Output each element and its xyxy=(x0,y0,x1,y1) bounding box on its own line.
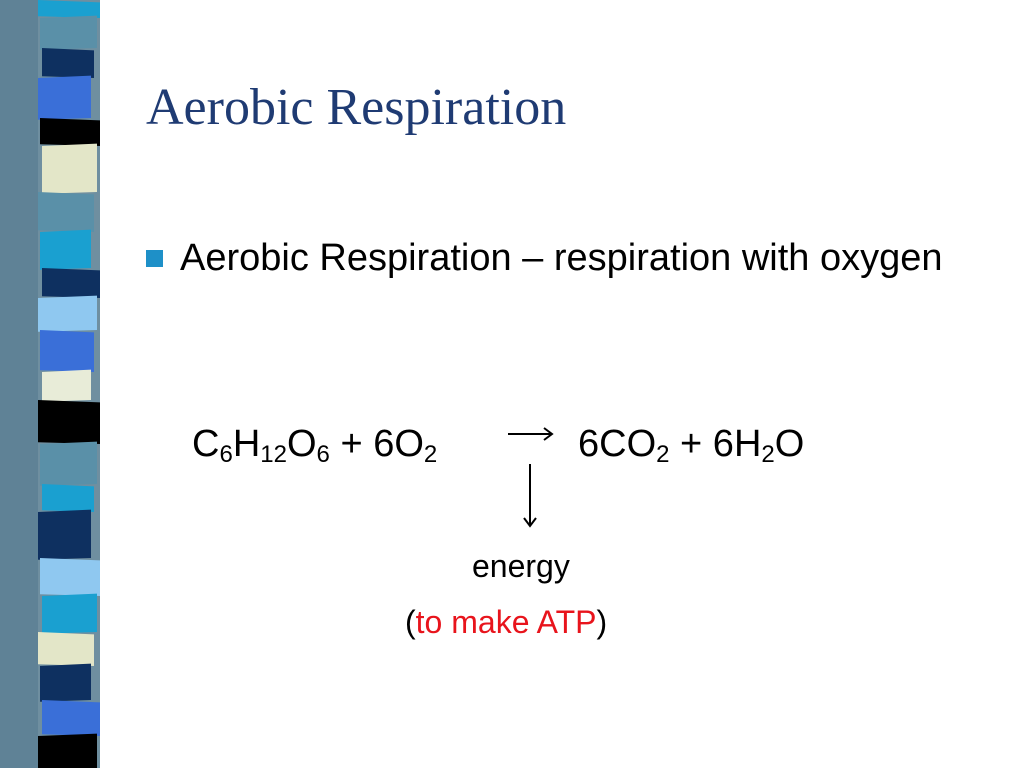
bullet-text: Aerobic Respiration – respiration with o… xyxy=(180,237,943,279)
stripe-band xyxy=(38,0,100,18)
reactants-subscript: 6 xyxy=(219,441,233,468)
equation-products: 6CO2 + 6H2O xyxy=(578,416,804,472)
stripe-band xyxy=(38,400,100,444)
stripe-band xyxy=(42,268,100,298)
reactants-term: C xyxy=(192,423,220,465)
reaction-arrows xyxy=(508,427,554,528)
stripe-band xyxy=(40,663,91,702)
atp-open-paren: ( xyxy=(405,604,416,640)
stripe-band xyxy=(42,484,94,512)
stripe-band xyxy=(40,558,100,596)
reactants-subscript: 2 xyxy=(423,441,438,468)
atp-note: (to make ATP) xyxy=(405,604,607,641)
bullet-square-icon xyxy=(146,250,163,267)
stripe-band xyxy=(42,48,94,78)
stripe-edge xyxy=(100,0,118,768)
energy-label: energy xyxy=(472,548,570,584)
products-term: O xyxy=(774,423,805,465)
stripe-band xyxy=(40,229,91,270)
atp-close-paren: ) xyxy=(596,604,608,640)
reactants-subscript: 12 xyxy=(260,441,287,468)
stripe-band xyxy=(38,733,97,768)
atp-text: to make ATP xyxy=(415,604,597,640)
stripe-band xyxy=(40,118,100,146)
stripe-edge xyxy=(0,0,38,768)
stripe-band xyxy=(38,75,91,120)
reactants-term: H xyxy=(232,423,261,465)
stripe-band xyxy=(40,441,97,486)
reactants-term: + 6O xyxy=(329,423,424,465)
equation-reactants: C6H12O6 + 6O2 xyxy=(192,416,437,472)
stripe-band xyxy=(38,192,94,232)
slide-title: Aerobic Respiration xyxy=(146,79,567,136)
products-subscript: 2 xyxy=(656,441,670,468)
products-term: 6CO xyxy=(578,423,657,465)
decorative-stripe xyxy=(0,0,118,768)
products-subscript: 2 xyxy=(761,441,775,468)
stripe-band xyxy=(38,632,94,666)
reactants-subscript: 6 xyxy=(316,441,330,468)
stripe-band xyxy=(38,295,97,332)
stripe-band xyxy=(42,143,97,194)
stripe-band xyxy=(40,330,94,372)
stripe-band xyxy=(38,509,91,560)
stripe-band xyxy=(42,700,100,736)
products-term: + 6H xyxy=(669,423,762,465)
stripe-band xyxy=(42,369,91,402)
reactants-term: O xyxy=(286,423,317,465)
stripe-band xyxy=(40,15,97,50)
stripe-band xyxy=(42,593,97,634)
